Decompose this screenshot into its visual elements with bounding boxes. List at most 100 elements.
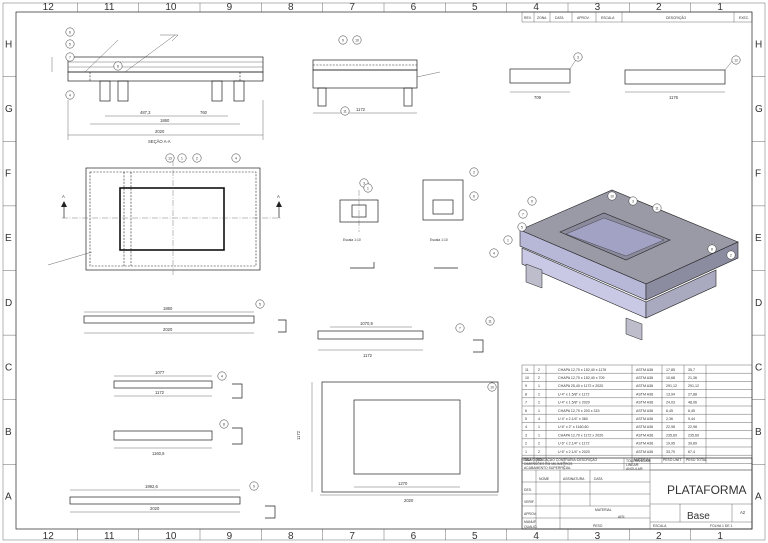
row-aprov: APROV.: [524, 512, 537, 516]
bom-qty: 2: [538, 442, 540, 446]
zone-top-7: 7: [349, 2, 355, 13]
zone-top-6: 6: [411, 2, 417, 13]
dim-1172-b: 1172: [363, 353, 373, 358]
balloon-5: 5: [69, 42, 71, 46]
note-5: ANGULAR:: [626, 467, 643, 471]
balloon-6: 6: [473, 194, 475, 198]
iso-balloon-shape: [503, 235, 513, 245]
bom-header-total-weight: PESO TOTAL: [686, 458, 707, 462]
zone-right-A: A: [755, 492, 762, 503]
bom-item-4: 4: [525, 425, 527, 429]
part-8-view: 1070,9 1172: [317, 321, 484, 358]
bom-item-8: 8: [525, 392, 527, 396]
zone-top-9: 9: [227, 2, 233, 13]
bom-header-item: ITEM: [523, 458, 531, 462]
iso-balloon-shape: [726, 250, 736, 260]
bom-material: ASTM A36: [636, 425, 653, 429]
note-0: SALVO INDICAÇÃO CONTRÁRIA:: [524, 457, 577, 462]
balloon-2: 2: [196, 156, 198, 160]
zone-right-F: F: [755, 169, 761, 180]
bom-qty: 1: [538, 409, 540, 413]
rev-header-6: EXEC.: [739, 16, 749, 20]
balloon-shape: [177, 153, 187, 163]
balloon-shape: [217, 371, 227, 381]
balloon-4: 4: [221, 374, 223, 378]
detail-scale-right: Escala 1:10: [430, 238, 448, 242]
detail-view-left: Escala 1:10: [339, 190, 458, 269]
rev-header-4: ESCALA: [601, 16, 615, 20]
zone-right-B: B: [755, 427, 762, 438]
dim-2020-a: 2020: [155, 129, 165, 134]
dim-1176: 1176: [669, 95, 679, 100]
bom-total-weight: 35,7: [688, 368, 695, 372]
balloon-shape: [340, 106, 350, 116]
zone-left-H: H: [5, 39, 12, 50]
col-date: DATA: [594, 477, 603, 481]
bom-desc: U 6" x 2.1/4" x 1172: [558, 442, 589, 446]
dim-1160: 1160,6: [152, 451, 165, 456]
balloon-10: 10: [355, 38, 359, 42]
iso-balloon-shape: [652, 203, 662, 213]
zone-bottom-7: 7: [349, 531, 355, 542]
zone-left-A: A: [5, 492, 12, 503]
row-des: DES.: [524, 488, 532, 492]
bom-qty: 1: [538, 425, 540, 429]
row-manuf: MANUF.: [524, 520, 537, 524]
bom-total-weight: 6,45: [688, 409, 695, 413]
company-name: PLATAFORMA: [667, 483, 747, 497]
balloon-6: 6: [69, 30, 71, 34]
bom-unit-weight: 235,69: [666, 433, 677, 437]
bom-qty: 2: [538, 376, 540, 380]
balloon-10: 10: [490, 385, 494, 389]
bom-desc: CHAPA 12,70 x 152,40 x 709: [558, 376, 604, 380]
bom-qty: 4: [538, 417, 540, 421]
bom-item-5: 5: [525, 417, 527, 421]
bom-desc: U 4" x 1.5/8" x 1172: [558, 392, 589, 396]
iso-balloon-shape: [517, 222, 527, 232]
balloon-shape: [485, 316, 495, 326]
dim-709: 709: [534, 95, 542, 100]
weight-label: PESO: [593, 524, 603, 528]
iso-balloon-shape: [518, 209, 528, 219]
balloon-shape: [573, 52, 583, 62]
dim-1860-b: 1860: [163, 306, 173, 311]
zone-top-2: 2: [656, 2, 662, 13]
bom-desc: U 4" x 2.1/4" x 360: [558, 417, 588, 421]
section-mark-right: A: [277, 194, 280, 199]
balloon-1: 1: [367, 186, 369, 190]
iso-balloon-5: 5: [521, 225, 523, 229]
note-4: LINEAR:: [626, 463, 639, 467]
bom-header-unit-weight: PESO UNIT.: [663, 458, 682, 462]
bom-material: ASTM A36: [636, 368, 653, 372]
bom-desc: CHAPA 25,40 x 1172 x 2020: [558, 384, 603, 388]
bom-material: ASTM A36: [636, 409, 653, 413]
balloon-shape: [363, 183, 373, 193]
bom-qty: 1: [538, 384, 540, 388]
bom-material: ASTM A36: [636, 392, 653, 396]
zone-right-G: G: [755, 104, 763, 115]
zone-bottom-12: 12: [43, 531, 55, 542]
zone-top-8: 8: [288, 2, 294, 13]
note-2: ACABAMENTO SUPERFICIAL: [524, 466, 571, 470]
bom-item-7: 7: [525, 401, 527, 405]
zone-left-B: B: [5, 427, 12, 438]
balloon-shape: [255, 299, 265, 309]
plate-view: 1270 2020 1172: [296, 381, 499, 503]
bom-unit-weight: 6,45: [666, 409, 673, 413]
part-name: Base: [687, 511, 710, 522]
rev-header-2: DATA: [555, 16, 564, 20]
bom-desc: U 6" x 2" x 1160,60: [558, 425, 588, 429]
bom-unit-weight: 17,85: [666, 368, 675, 372]
balloon-13: 13: [168, 156, 172, 160]
part-11-view: 1176: [624, 59, 734, 100]
bom-desc: CHAPA 12,70 x 152,40 x 1176: [558, 368, 606, 372]
bom-unit-weight: 10,68: [666, 376, 675, 380]
zone-right-C: C: [755, 362, 762, 373]
balloon-2: 2: [473, 170, 475, 174]
iso-balloon-shape: [607, 191, 617, 201]
balloon-shape: [231, 153, 241, 163]
